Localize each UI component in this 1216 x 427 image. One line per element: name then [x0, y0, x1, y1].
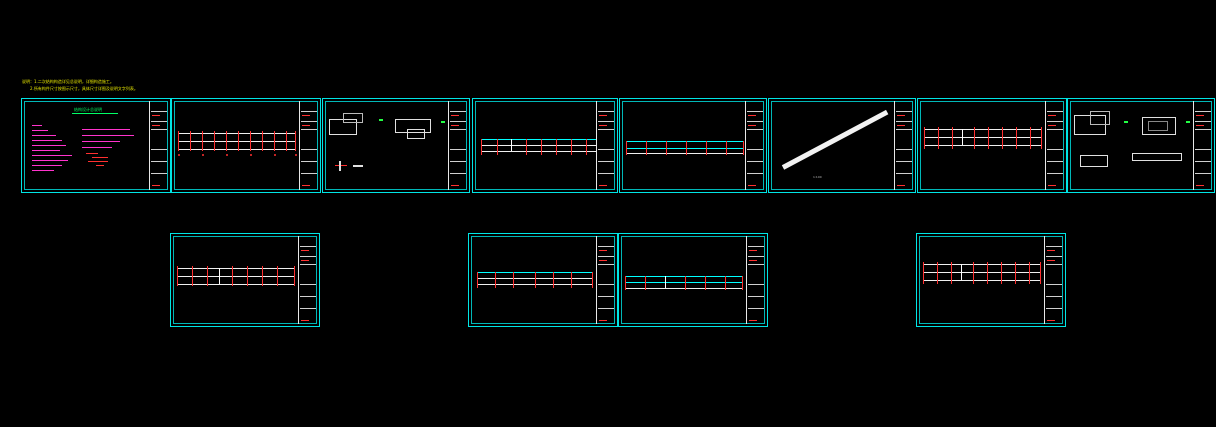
- title-block: [149, 101, 168, 190]
- frame-elevation: [178, 131, 298, 157]
- sheet-elevation-2[interactable]: [619, 98, 767, 193]
- sheet-inner-border: [471, 236, 615, 324]
- spec-line: [32, 135, 56, 136]
- drawing-note-1: 说明：1.二次结构构造详见总说明，详细构造施工。: [22, 79, 114, 84]
- detail-section: [1080, 155, 1108, 167]
- detail-section: [1132, 153, 1182, 161]
- spec-line: [32, 160, 68, 161]
- title-block: [746, 236, 765, 324]
- spec-line: [32, 170, 54, 171]
- title-block: [1045, 101, 1064, 190]
- title-block: [894, 101, 913, 190]
- frame-elevation: [923, 262, 1043, 290]
- sheet-inner-border: [622, 101, 764, 190]
- slab-scale-label: 1:100: [813, 175, 822, 179]
- sheet-inner-border: [173, 236, 317, 324]
- spec-line: [82, 147, 112, 148]
- title-block: [745, 101, 764, 190]
- sheet-details-2[interactable]: [1067, 98, 1215, 193]
- spec-line: [82, 141, 120, 142]
- sheet-isometric[interactable]: 1:100: [768, 98, 916, 193]
- detail-section: [353, 165, 363, 167]
- spec-line: [32, 130, 48, 131]
- sheet-inner-border: [621, 236, 765, 324]
- detail-section: [1142, 117, 1176, 135]
- title-block: [596, 101, 615, 190]
- spec-red-mark: [88, 161, 108, 162]
- sheet-plan-3[interactable]: [170, 233, 320, 327]
- title-underline: [72, 113, 118, 114]
- detail-section: [339, 161, 341, 171]
- title-block: [1193, 101, 1212, 190]
- sheet-plan-1[interactable]: [171, 98, 321, 193]
- detail-tag: [1124, 121, 1128, 123]
- frame-elevation: [477, 272, 595, 290]
- detail-tag: [441, 121, 445, 123]
- sheet-inner-border: [1070, 101, 1212, 190]
- sheet-inner-border: [475, 101, 615, 190]
- spec-red-mark: [92, 157, 108, 158]
- title-block: [299, 101, 318, 190]
- sheet-inner-border: [174, 101, 318, 190]
- sheet-cover[interactable]: 结构设计总说明: [21, 98, 171, 193]
- frame-elevation: [626, 141, 746, 157]
- sheet-inner-border: [24, 101, 168, 190]
- detail-section: [343, 113, 363, 123]
- sheet-elevation-1[interactable]: [472, 98, 618, 193]
- sheet-inner-border: [920, 101, 1064, 190]
- spec-line: [32, 150, 60, 151]
- sheet-elevation-4[interactable]: [618, 233, 768, 327]
- detail-tag: [1186, 121, 1190, 123]
- title-block: [448, 101, 467, 190]
- spec-line: [32, 140, 62, 141]
- sheet-plan-4[interactable]: [916, 233, 1066, 327]
- sheet-details-1[interactable]: [322, 98, 470, 193]
- spec-line: [32, 165, 62, 166]
- detail-tag: [379, 119, 383, 121]
- drawing-note-2: 2.所有构件尺寸按图示尺寸，具体尺寸详图及说明文字列表。: [30, 86, 138, 91]
- title-block: [1044, 236, 1063, 324]
- spec-line: [32, 155, 72, 156]
- detail-section: [407, 129, 425, 139]
- sheet-plan-2[interactable]: [917, 98, 1067, 193]
- frame-elevation: [924, 127, 1044, 155]
- frame-elevation: [625, 276, 745, 292]
- spec-line: [32, 145, 66, 146]
- detail-section: [1148, 121, 1168, 131]
- cover-title: 结构设计总说明: [74, 107, 102, 112]
- frame-elevation: [177, 266, 297, 292]
- detail-section: [395, 119, 431, 133]
- sheet-inner-border: [325, 101, 467, 190]
- detail-red-mark: [335, 165, 347, 166]
- sheet-inner-border: [919, 236, 1063, 324]
- sheet-inner-border: [771, 101, 913, 190]
- spec-line: [82, 135, 134, 136]
- title-block: [596, 236, 615, 324]
- title-block: [298, 236, 317, 324]
- sheet-elevation-3[interactable]: [468, 233, 618, 327]
- frame-elevation: [481, 139, 599, 157]
- spec-line: [32, 125, 42, 126]
- spec-red-mark: [86, 153, 98, 154]
- detail-section: [1090, 111, 1110, 125]
- spec-red-mark: [96, 165, 104, 166]
- spec-line: [82, 129, 130, 130]
